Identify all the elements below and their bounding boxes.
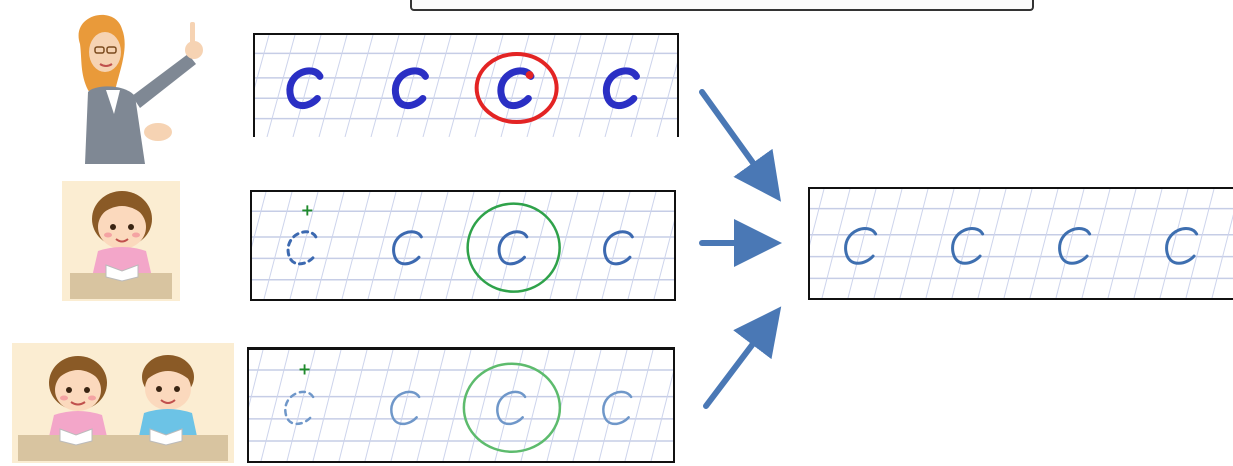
pair-writing-strip: + [247,347,675,463]
result-writing-strip [808,187,1233,300]
letter-c [602,390,633,426]
student-icon [62,181,180,301]
slant-line [474,35,504,137]
slant-line [289,192,319,299]
student-pair-icon [12,343,234,463]
slant-line [419,192,449,299]
slant-line [1003,189,1033,298]
slant-line [249,350,264,408]
letter-c [603,230,634,266]
traced-letter-c [286,230,318,266]
slant-line [578,35,608,137]
slant-line [873,189,903,298]
start-dot [525,71,534,80]
highlight-circle [474,52,559,125]
slant-line [344,35,374,137]
letter-c [1058,227,1092,265]
slant-line [370,35,400,137]
slant-line [601,192,631,299]
slant-line [445,192,475,299]
slant-line [951,189,981,298]
start-marker: + [298,359,311,378]
top-frame-strip [410,0,1034,11]
slant-line [263,192,293,299]
slant-line [364,350,394,461]
slant-line [396,35,426,137]
slant-line [494,350,524,461]
start-marker: + [301,201,314,220]
highlight-circle [462,362,562,453]
highlight-circle [466,202,561,293]
slant-line [266,35,296,137]
slant-line [497,192,527,299]
student-writing-strip: + [250,190,676,301]
slant-line [252,192,267,248]
slant-line [1159,189,1189,298]
slant-line [255,35,270,88]
teacher-writing-strip [253,33,679,137]
slant-line [292,35,322,137]
slant-line [1211,214,1233,298]
letter-c [603,67,640,110]
letter-c [844,227,878,265]
slant-line [442,350,472,461]
slant-line [549,192,579,299]
slant-line [925,189,955,298]
slant-line [630,35,660,137]
letter-c [286,67,324,110]
letter-c [497,230,529,266]
teacher-icon [40,4,220,164]
letter-c [390,390,421,426]
letter-c [951,227,985,265]
slant-line [315,192,345,299]
letter-c [1165,227,1199,265]
slant-line [1133,189,1163,298]
slant-line [598,350,628,461]
slant-line [523,192,553,299]
slant-line [624,350,654,461]
slant-line [520,350,550,461]
slant-line [653,220,674,299]
slant-line [899,189,929,298]
slant-line [448,35,478,137]
slant-line [422,35,452,137]
slant-line [552,35,582,137]
slant-line [656,62,677,137]
slant-line [318,35,348,137]
slant-line [260,350,290,461]
slant-line [650,371,673,461]
slant-line [572,350,602,461]
arrow-from-teacher [699,89,782,202]
slant-line [471,192,501,299]
slant-line [312,350,342,461]
slant-line [1055,189,1085,298]
slant-line [416,350,446,461]
slant-line [847,189,877,298]
slant-line [1029,189,1059,298]
slant-line [341,192,371,299]
letter-c [496,390,527,426]
traced-letter-c [284,390,315,426]
slant-line [1185,189,1215,298]
slant-line [810,189,825,246]
letter-c [392,230,423,266]
letter-c [497,67,535,110]
arrow-from-pair [703,306,782,409]
slant-line [575,192,605,299]
slant-line [977,189,1007,298]
slant-line [821,189,851,298]
merge-arrows [699,89,782,409]
slant-line [286,350,316,461]
slant-line [390,350,420,461]
slant-line [1081,189,1111,298]
letter-c [392,67,429,110]
slant-line [604,35,634,137]
slant-line [627,192,657,299]
slant-line [338,350,368,461]
slant-line [393,192,423,299]
slant-line [367,192,397,299]
slant-line [1107,189,1137,298]
